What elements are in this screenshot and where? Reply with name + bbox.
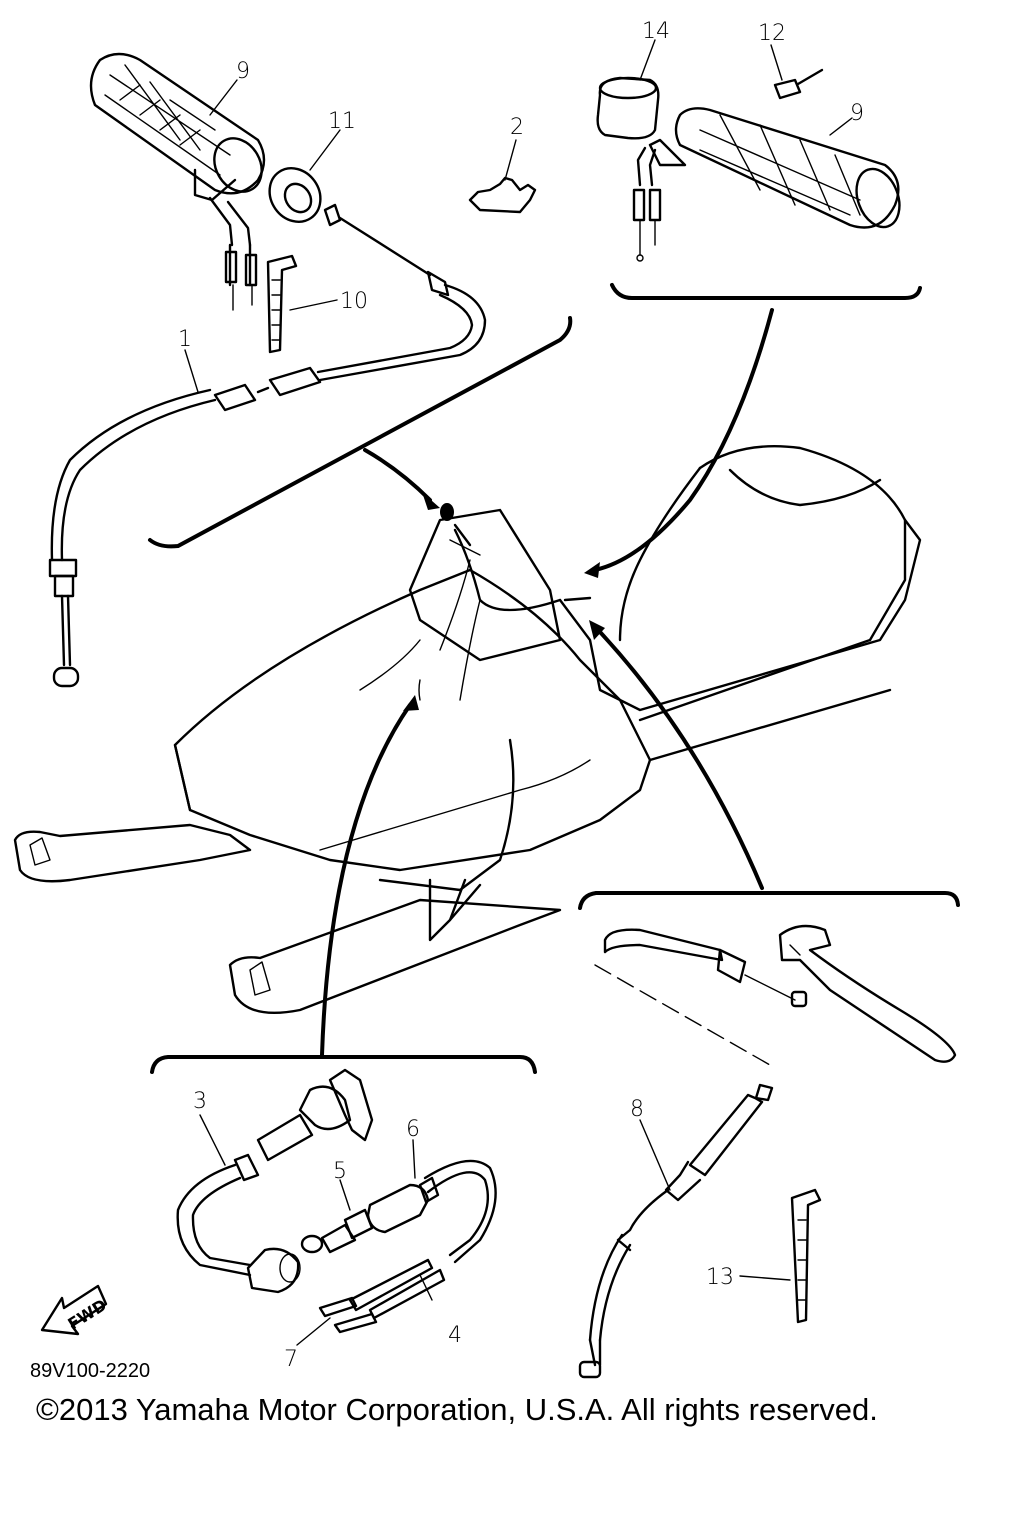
callout-6: 6 [406,1117,420,1142]
group-brackets [148,283,960,1074]
brake-cable-upper [594,928,808,1066]
callout-9-right: 9 [850,101,864,126]
ring-part-11 [268,167,322,223]
switch-part-3 [176,1068,374,1294]
cable-tie-part-10 [266,254,298,354]
drawing-code: 89V100-2220 [30,1360,150,1382]
callout-4: 4 [448,1323,462,1348]
callout-8: 8 [630,1097,644,1122]
snowmobile-illustration [13,445,922,1014]
screw-part-12 [773,68,824,100]
callout-3: 3 [193,1089,207,1114]
callout-10: 10 [340,289,368,314]
callout-14: 14 [642,19,670,44]
callout-12: 12 [758,21,786,46]
fwd-direction-arrow: FWD [40,1284,110,1336]
clip-part-2 [468,176,537,214]
callout-7: 7 [284,1347,298,1372]
cap-part-14 [596,76,660,140]
cable-tie-part-13 [790,1188,822,1324]
part-6 [366,1159,497,1264]
callout-13: 13 [706,1265,734,1290]
callout-1: 1 [178,327,192,352]
leader-lines [184,39,853,1346]
wire-part-4 [348,1258,446,1320]
terminal-part-7 [318,1296,378,1334]
throttle-cable-part-1 [48,203,487,688]
pointer-arrows [320,308,774,1057]
callout-9-left: 9 [236,59,250,84]
callout-5: 5 [333,1159,347,1184]
brake-cable-part-8 [578,1083,774,1379]
callout-labels: 9 11 2 10 1 14 12 9 3 6 5 4 7 8 13 [178,19,864,1372]
callout-11: 11 [328,109,356,134]
part-5 [300,1208,374,1254]
brake-lever [778,924,957,1063]
right-grip-part-9 [632,107,901,262]
left-grip-part-9 [89,52,266,311]
copyright-notice: ©2013 Yamaha Motor Corporation, U.S.A. A… [36,1392,878,1427]
callout-2: 2 [510,115,524,140]
fwd-label: FWD [64,1295,110,1333]
